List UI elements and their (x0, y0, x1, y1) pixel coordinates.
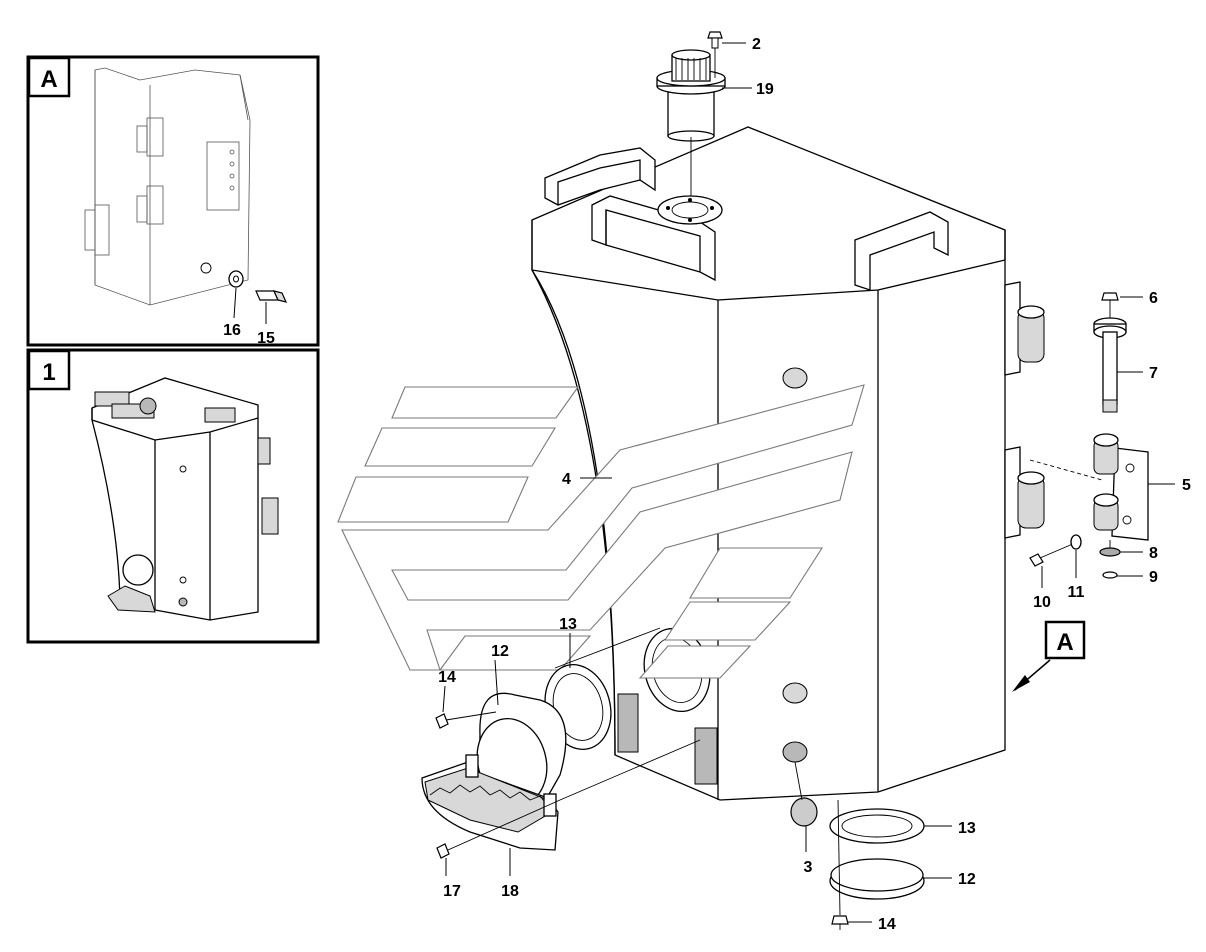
callout-12-left: 12 (491, 643, 509, 660)
washer-8-icon (1099, 547, 1121, 557)
inset-1-tag: 1 (42, 359, 55, 386)
bolt-17-icon (436, 799, 561, 859)
callout-3: 3 (804, 859, 813, 876)
bolt-10-icon (1029, 542, 1076, 567)
nut-6-icon (1101, 292, 1119, 318)
drain-port-icon (782, 741, 808, 763)
inset-a: A (26, 55, 320, 347)
svg-text:A: A (1056, 629, 1073, 656)
step-18 (421, 754, 559, 851)
callout-18: 18 (501, 883, 519, 900)
inset-a-tag: A (40, 66, 57, 93)
callout-2: 2 (752, 36, 761, 53)
hinge-bracket-5 (1093, 433, 1149, 541)
callout-7: 7 (1149, 365, 1158, 382)
lower-port-icon (782, 682, 808, 704)
inset-1: 1 (26, 348, 320, 644)
lifting-handle-right (854, 211, 949, 291)
callout-16: 16 (223, 322, 241, 339)
callout-11: 11 (1068, 584, 1085, 601)
screw-2-icon (707, 31, 723, 78)
callout-13-left: 13 (559, 616, 577, 633)
callout-5: 5 (1182, 477, 1191, 494)
tank-hinge-lower (1004, 446, 1045, 539)
cover-12-bottom (829, 858, 925, 900)
lifting-handle-left (544, 147, 656, 206)
callout-10: 10 (1033, 594, 1051, 611)
ring-9-icon (1102, 571, 1118, 579)
filler-flange (657, 195, 723, 225)
bolt-15-icon (255, 290, 288, 303)
plug-3-icon (790, 797, 818, 827)
inset-a-fasteners (200, 262, 288, 303)
callout-17: 17 (443, 883, 461, 900)
inset-1-tank (91, 377, 279, 621)
callout-6: 6 (1149, 290, 1158, 307)
gasket-13-bottom (829, 808, 925, 844)
callout-9: 9 (1149, 569, 1158, 586)
upper-port-icon (782, 367, 808, 389)
section-ref-a: A (1012, 620, 1086, 692)
bolt-14-left-icon (435, 711, 497, 729)
callout-14-left: 14 (438, 669, 456, 686)
tank-hinge-upper (1004, 281, 1045, 376)
inset-a-hinge-upper (84, 117, 240, 256)
callout-13-bottom: 13 (958, 820, 976, 837)
callout-8: 8 (1149, 545, 1158, 562)
callout-19: 19 (756, 81, 774, 98)
callout-4: 4 (562, 471, 571, 488)
mount-block-left (617, 693, 639, 753)
washer-11-icon (1070, 534, 1082, 550)
callout-14-bottom: 14 (878, 916, 896, 933)
hinge-pin-7 (1093, 317, 1127, 413)
warning-decal (337, 384, 865, 679)
callout-12-bottom: 12 (958, 871, 976, 888)
callout-15: 15 (257, 330, 275, 347)
mount-block-right (694, 727, 718, 785)
bolt-14-bottom-icon (831, 915, 849, 930)
callouts: 2 19 6 7 5 8 9 10 11 4 13 12 14 17 18 3 (438, 36, 1191, 933)
breather-filter-19 (656, 49, 726, 196)
